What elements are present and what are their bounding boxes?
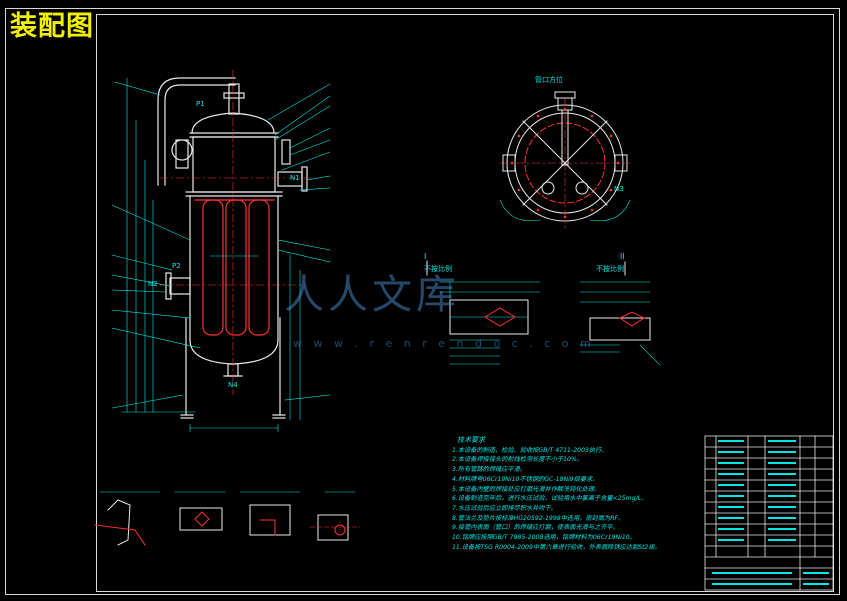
watermark-url: w w w . r e n r e n d o c . c o m [293, 337, 595, 350]
nozzle-label-n1: N1 [290, 174, 300, 182]
nozzle-label-n2: N2 [148, 280, 158, 288]
tech-req-item: 10.铭牌应按照GB/T 7985-2008选用，铭牌材料为06Cr19Ni10… [452, 534, 636, 542]
dimension-lines [111, 77, 331, 433]
flange-bolts [510, 107, 620, 219]
detail-ii-caption: 不按比例 [596, 265, 624, 273]
technical-requirements: 技术要求 1.本设备的制造、检验、验收按GB/T 4711-2003执行。 2.… [452, 436, 661, 552]
tech-req-item: 1.本设备的制造、检验、验收按GB/T 4711-2003执行。 [452, 446, 608, 454]
detail-i-caption: 不按比例 [424, 265, 452, 273]
inner-frame [96, 14, 834, 592]
detail-ii-label: II [620, 252, 625, 261]
nozzle-label-p2: P2 [172, 262, 181, 270]
drawing-title: 装配图 [10, 11, 94, 42]
tech-req-item: 7.水压试验后应立即排尽积水并吹干。 [452, 504, 557, 512]
top-view-label: 管口方位 [535, 76, 563, 84]
detail-ii-view [579, 261, 661, 366]
parts-list-text [712, 440, 829, 585]
watermark: 人人文库 [284, 272, 460, 318]
tech-req-item: 3.所有管路的焊缝应平滑。 [452, 466, 526, 474]
nozzle-label-p1: P1 [196, 100, 205, 108]
title-block [704, 435, 834, 591]
tech-req-item: 5.本设备内壁的焊接处应打磨光滑并作酸洗钝化处理。 [452, 485, 601, 493]
weld-details [94, 491, 361, 546]
nozzle-label-n3: N3 [614, 185, 624, 193]
tech-req-item: 9.接管内表面（管口）的焊缝应打磨，使表面光滑与之齐平。 [452, 524, 619, 532]
nozzle-orientation-view [499, 91, 631, 229]
detail-i-view [426, 260, 541, 365]
tech-req-item: 2.本设备焊接接头的射线检测长度不小于10%。 [452, 456, 584, 464]
nozzle-label-n4: N4 [228, 381, 238, 389]
tech-req-item: 11.设备按TSG R0004-2009中第六章进行验收，外表面除锈应达到St2… [452, 543, 661, 551]
vessel-front-view [157, 69, 316, 419]
tech-req-item: 4.材料牌号06Cr19Ni10不锈钢的GC-18Ni9级要求。 [452, 475, 599, 483]
tech-req-heading: 技术要求 [457, 436, 485, 444]
tech-req-item: 6.设备制造完毕后，进行水压试验，试验用水中氯离子含量<25mg/L。 [452, 495, 648, 503]
detail-i-label: I [424, 252, 427, 261]
tech-req-item: 8.管法兰及垫片按标准HG20592-1998中选用，密封面为RF。 [452, 514, 625, 522]
outer-frame [5, 8, 840, 595]
